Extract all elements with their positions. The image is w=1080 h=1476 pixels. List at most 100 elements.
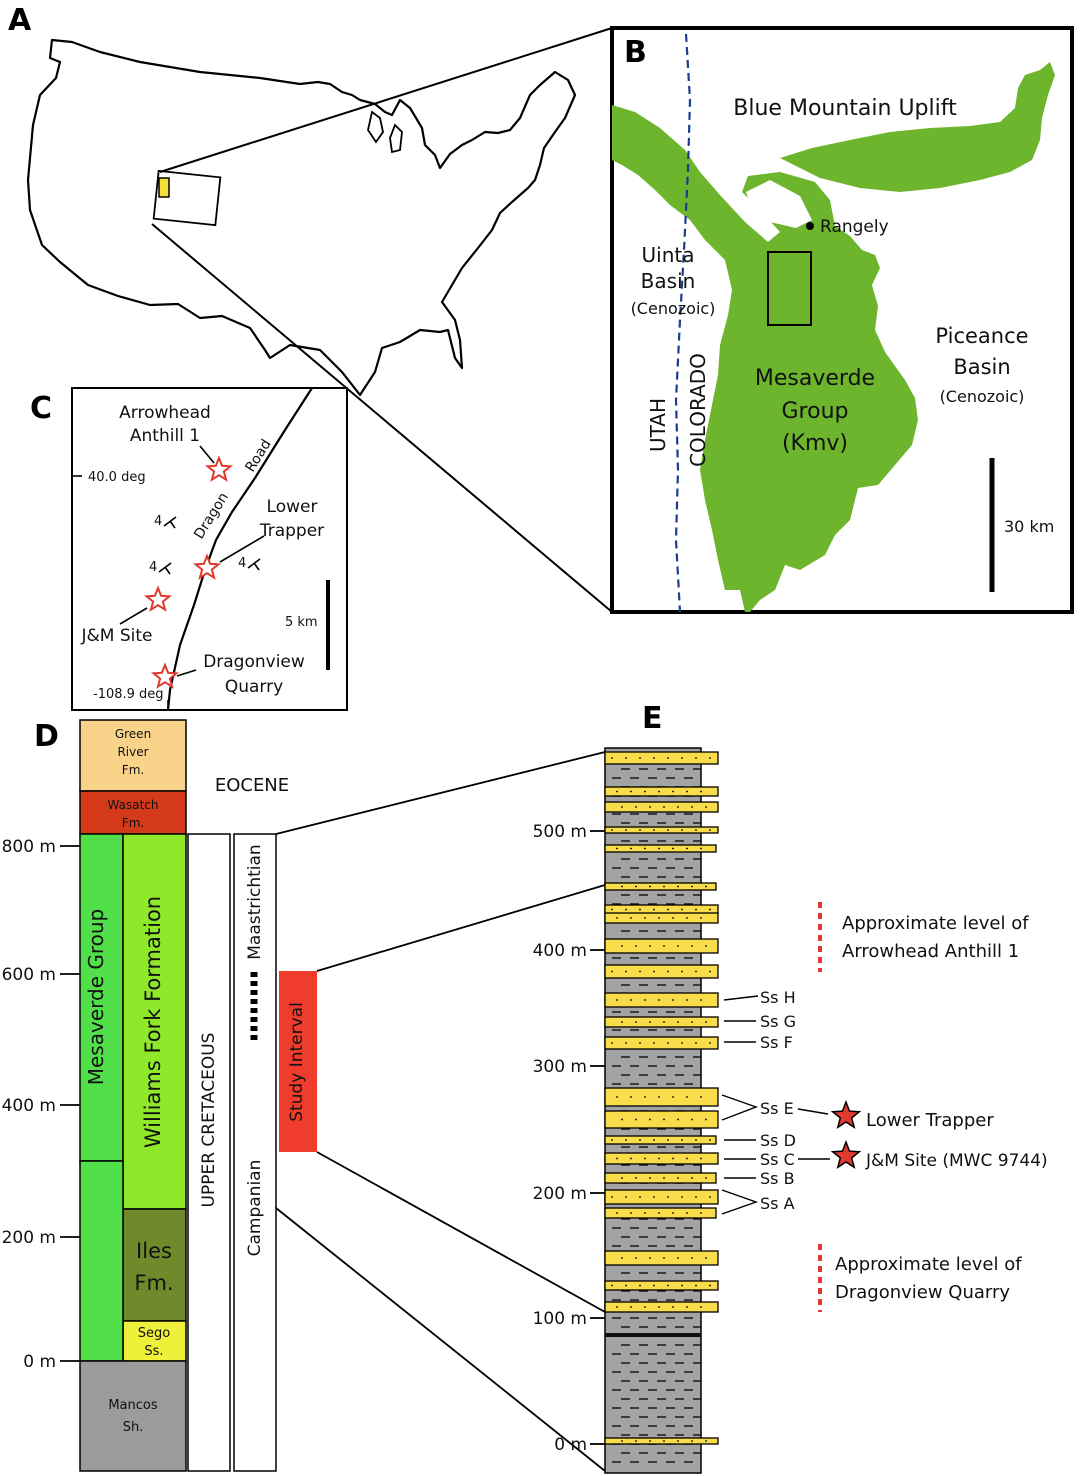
tick-e-200: 200 m bbox=[533, 1184, 587, 1204]
sand-dot bbox=[663, 1257, 665, 1259]
label-uinta-2: Basin bbox=[641, 269, 696, 293]
sand-dot bbox=[611, 970, 613, 973]
sand-dot bbox=[630, 790, 632, 793]
sand-dot bbox=[630, 847, 632, 850]
sand-dot bbox=[695, 829, 697, 831]
sand-dot bbox=[635, 1257, 637, 1259]
sand-dot bbox=[663, 806, 665, 808]
sand-dot bbox=[649, 1440, 651, 1442]
utah-colorado-line bbox=[674, 33, 692, 613]
label-lower-1: Lower bbox=[267, 497, 318, 517]
sand-dot bbox=[658, 999, 660, 1001]
sandstone-bed bbox=[604, 1036, 719, 1050]
panel-label-a: A bbox=[8, 3, 32, 38]
green-river-label-1: Green bbox=[115, 727, 151, 741]
label-ss-g: Ss G bbox=[760, 1012, 796, 1031]
sand-dot bbox=[630, 1212, 632, 1214]
sand-dot bbox=[621, 885, 623, 888]
sand-dot bbox=[667, 970, 669, 973]
connector-d-e-4 bbox=[275, 1207, 606, 1472]
sand-dot bbox=[695, 1042, 697, 1044]
sand-dot bbox=[705, 885, 707, 888]
sand-dot bbox=[621, 1177, 623, 1179]
sand-dot bbox=[691, 1021, 693, 1023]
label-piceance-3: (Cenozoic) bbox=[940, 387, 1025, 406]
sand-dot bbox=[705, 1440, 707, 1442]
sand-dot bbox=[677, 1440, 679, 1442]
tick-d-400: 400 m bbox=[2, 1096, 56, 1116]
sand-dot bbox=[691, 1440, 693, 1442]
sand-dot bbox=[677, 1257, 679, 1259]
sand-dot bbox=[644, 1212, 646, 1214]
sand-dot bbox=[653, 1284, 655, 1287]
connector-d-e-1 bbox=[275, 751, 606, 835]
panel-label-b: B bbox=[624, 35, 647, 70]
sandstone-bed bbox=[604, 1110, 719, 1129]
green-river-label-3: Fm. bbox=[122, 763, 144, 777]
sego-unit bbox=[122, 1320, 187, 1362]
label-longitude: -108.9 deg bbox=[93, 687, 164, 702]
sandstone-bed bbox=[604, 826, 719, 834]
study-box-b bbox=[767, 251, 812, 326]
sand-dot bbox=[681, 970, 683, 973]
sand-dot bbox=[681, 829, 683, 831]
label-dragonview-level-1: Approximate level of bbox=[835, 1254, 1022, 1275]
sand-dot bbox=[639, 757, 641, 759]
sand-dot bbox=[630, 999, 632, 1001]
mancos-label-2: Sh. bbox=[123, 1420, 144, 1435]
sandstone-bed bbox=[604, 751, 719, 765]
sand-dot bbox=[700, 999, 702, 1001]
sandstone-labels: Ss H Ss G Ss F Ss E Ss D Ss C Ss B Ss A bbox=[721, 988, 830, 1215]
tick-e-0: 0 m bbox=[554, 1435, 587, 1455]
sand-dot bbox=[658, 1306, 660, 1308]
sandstone-bed bbox=[604, 1280, 719, 1291]
panel-c-map: C Arrowhead Anthill 1 40.0 deg Road Drag… bbox=[30, 387, 348, 711]
sandstone-bed bbox=[604, 1301, 719, 1313]
sand-dot bbox=[653, 908, 655, 911]
label-ss-a: Ss A bbox=[760, 1194, 795, 1213]
sand-dot bbox=[681, 1284, 683, 1287]
sand-dot bbox=[635, 1021, 637, 1023]
sandstone-bed bbox=[604, 801, 719, 813]
sandstone-bed bbox=[604, 992, 719, 1008]
label-jm-site: J&M Site bbox=[81, 626, 153, 646]
connector-top bbox=[159, 27, 613, 173]
tick-d-600: 600 m bbox=[2, 965, 56, 985]
sand-dot bbox=[681, 757, 683, 759]
sand-dot bbox=[649, 806, 651, 808]
sand-dot bbox=[644, 790, 646, 793]
tick-e-400: 400 m bbox=[533, 941, 587, 961]
leader-ss-h bbox=[723, 995, 759, 1001]
sand-dot bbox=[611, 757, 613, 759]
label-lower-2: Trapper bbox=[259, 521, 324, 541]
sand-dot bbox=[695, 1284, 697, 1287]
label-scale-c: 5 km bbox=[285, 615, 318, 630]
leader-ss-a bbox=[721, 1189, 759, 1215]
label-ss-e: Ss E bbox=[760, 1099, 794, 1118]
sand-dot bbox=[677, 1118, 679, 1121]
sand-dot bbox=[635, 1118, 637, 1121]
label-scale-b: 30 km bbox=[1004, 517, 1054, 536]
label-dragonview-2: Quarry bbox=[225, 677, 283, 697]
sand-dot bbox=[663, 1118, 665, 1121]
mesaverde-lower bbox=[79, 1160, 124, 1362]
label-ss-b: Ss B bbox=[760, 1169, 795, 1188]
sand-dot bbox=[630, 917, 632, 919]
sand-dot bbox=[639, 1139, 641, 1141]
sand-dot bbox=[691, 885, 693, 888]
sand-dot bbox=[686, 1157, 688, 1160]
sand-dot bbox=[616, 847, 618, 850]
sand-dot bbox=[616, 1096, 618, 1098]
sand-dot bbox=[686, 1096, 688, 1098]
sand-dot bbox=[695, 970, 697, 973]
sand-dot bbox=[672, 1096, 674, 1098]
sand-dot bbox=[667, 908, 669, 911]
label-piceance-1: Piceance bbox=[935, 324, 1028, 348]
sandstone-bed bbox=[604, 1189, 719, 1205]
connector-bottom bbox=[151, 223, 613, 613]
label-jm-site-mwc: J&M Site (MWC 9744) bbox=[865, 1151, 1048, 1171]
lake-outline bbox=[367, 110, 384, 144]
sand-dot bbox=[630, 1157, 632, 1160]
label-lower-trapper: Lower Trapper bbox=[866, 1110, 994, 1131]
